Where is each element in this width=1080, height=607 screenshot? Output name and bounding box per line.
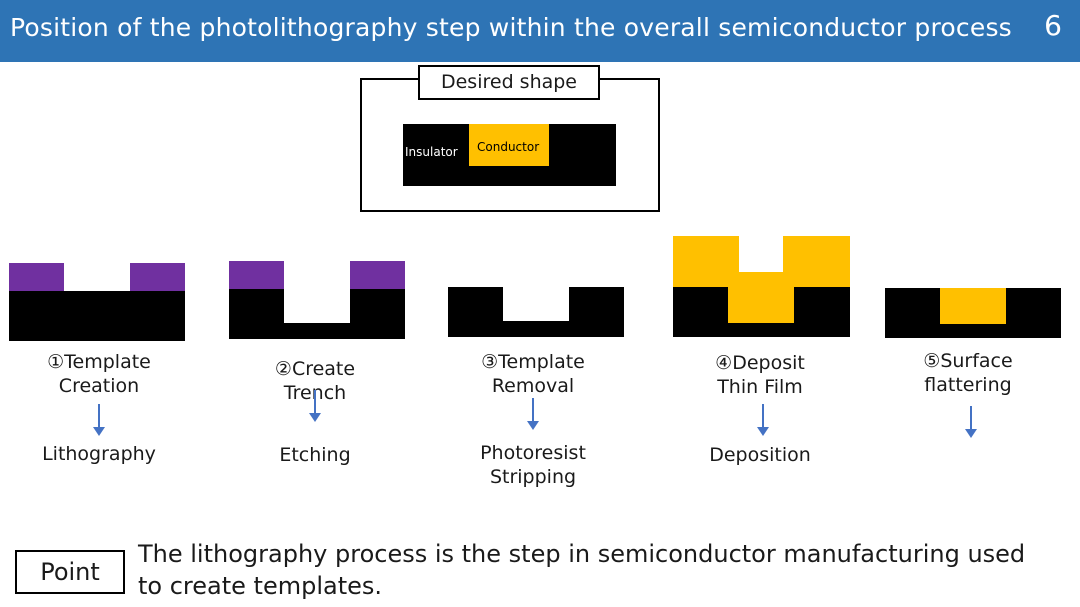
insulator-label: Insulator [405,145,458,159]
process-lithography: Lithography [42,443,156,465]
step2-photoresist-right [350,261,405,289]
step1-label: ①Template Creation [47,351,151,397]
step4-substrate-left [673,287,728,337]
step1-photoresist-right [130,263,185,291]
step4-substrate-right [794,287,850,337]
page-title: Position of the photolithography step wi… [10,13,1012,42]
step2-down-arrow [309,390,321,422]
step1-photoresist-left [9,263,64,291]
step1-substrate [9,291,185,341]
process-deposition: Deposition [709,444,811,466]
conductor-label: Conductor [477,140,540,154]
step4-down-arrow [757,404,769,436]
point-text: The lithography process is the step in s… [138,540,1026,600]
step5-down-arrow [965,406,977,438]
step4-film-right [783,236,850,287]
step2-substrate-left [229,289,284,339]
process-photoresist-stripping: Photoresist Stripping [480,442,586,488]
step1-down-arrow [93,404,105,436]
point-label: Point [15,550,125,594]
step4-trench-floor [728,323,794,337]
step3-substrate-left [448,287,503,337]
step2-photoresist-left [229,261,284,289]
step3-down-arrow [527,398,539,430]
desired-shape-label: Desired shape [418,65,600,100]
step4-label: ④Deposit Thin Film [715,352,805,398]
step2-trench-floor [284,323,350,339]
step3-trench-floor [503,321,569,337]
desired-conductor-block [469,124,549,166]
step5-conductor [940,288,1006,324]
step4-film-center [739,272,783,287]
step3-substrate-right [569,287,624,337]
step4-trench-fill [728,287,794,323]
step4-film-left [673,236,739,287]
process-etching: Etching [279,444,351,466]
title-bar: Position of the photolithography step wi… [0,0,1080,62]
step3-label: ③Template Removal [481,351,585,397]
step5-label: ⑤Surface flattering [923,350,1013,396]
step2-substrate-right [350,289,405,339]
page-number: 6 [1044,9,1062,42]
